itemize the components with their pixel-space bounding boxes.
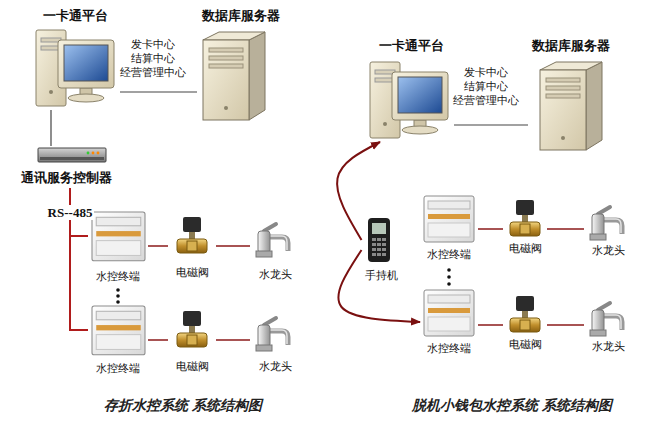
valve-icon [177,311,207,347]
node-label: 电磁阀 [176,266,209,280]
node-label: 一卡通平台 [43,8,108,24]
water-terminal: 水控终端 [88,304,148,378]
arc-arrow [337,142,380,240]
node-label: 水龙头 [592,244,625,258]
faucet: 水龙头 [584,198,632,260]
faucet: 水龙头 [250,222,300,284]
connector-line [547,324,584,326]
faucet-icon [256,318,288,351]
controller-icon [38,148,106,162]
platform-computer: 一卡通平台 [368,38,454,142]
node-label: 水控终端 [427,342,471,356]
terminal-icon [92,306,145,355]
node-label: 数据库服务器 [532,38,610,54]
connector-line [50,110,51,146]
database-server: 数据库服务器 [528,38,614,150]
valve-icon [510,296,540,332]
node-label: 水龙头 [259,360,292,374]
valve-icon [510,200,540,236]
connector-line [216,339,250,341]
figure-caption: 脱机小钱包水控系统 系统结构图 [392,396,632,414]
terminal-icon [92,212,145,261]
ellipsis-dots [116,268,451,304]
solenoid-valve: 电磁阀 [503,198,547,258]
water-terminal: 水控终端 [420,286,478,358]
connector-line [478,228,503,230]
handheld-icon [368,218,390,262]
connector-line [148,245,168,247]
water-terminal: 水控终端 [88,210,148,286]
arc-arrow [338,250,420,322]
platform-computer: 一卡通平台 [30,8,120,110]
node-label: 水控终端 [427,248,471,262]
server-icon [203,32,265,120]
faucet-icon [590,207,622,240]
solenoid-valve: 电磁阀 [168,216,216,282]
terminal-icon [424,290,474,336]
handheld: 手持机 [362,215,401,285]
connector-line [120,91,197,92]
valve-icon [177,217,207,253]
figure-caption: 存折水控系统 系统结构图 [60,396,306,414]
computer-icon [370,62,448,138]
node-label: 电磁阀 [176,360,209,374]
terminal-icon [424,196,474,242]
computer-icon [36,30,114,106]
water-terminal: 水控终端 [420,194,478,264]
node-label: 电磁阀 [509,338,542,352]
node-label: 一卡通平台 [379,38,444,54]
node-label: 水控终端 [96,270,140,284]
server-icon [540,62,602,150]
node-label: 电磁阀 [509,242,542,256]
node-label: 通讯服务控制器 [21,170,112,186]
node-label: 水控终端 [96,362,140,376]
function-list: 发卡中心 结算中心 经营管理中心 [116,38,190,80]
node-label: 手持机 [365,269,398,283]
bus-label: RS--485 [46,205,95,220]
database-server: 数据库服务器 [197,8,285,122]
node-label: 数据库服务器 [202,8,280,24]
node-label: 水龙头 [592,340,625,354]
faucet-icon [590,303,622,336]
solenoid-valve: 电磁阀 [503,294,547,354]
faucet: 水龙头 [250,316,300,376]
faucet-icon [256,224,288,257]
connector-line [216,245,250,247]
connector-line [547,228,584,230]
solenoid-valve: 电磁阀 [168,310,216,376]
faucet: 水龙头 [584,294,632,356]
node-label: 水龙头 [259,268,292,282]
comm-controller: 通讯服务控制器 [6,146,126,188]
connector-line [478,324,503,326]
connector-line [454,124,528,125]
connector-line [148,339,168,341]
function-list: 发卡中心 结算中心 经营管理中心 [449,66,523,108]
